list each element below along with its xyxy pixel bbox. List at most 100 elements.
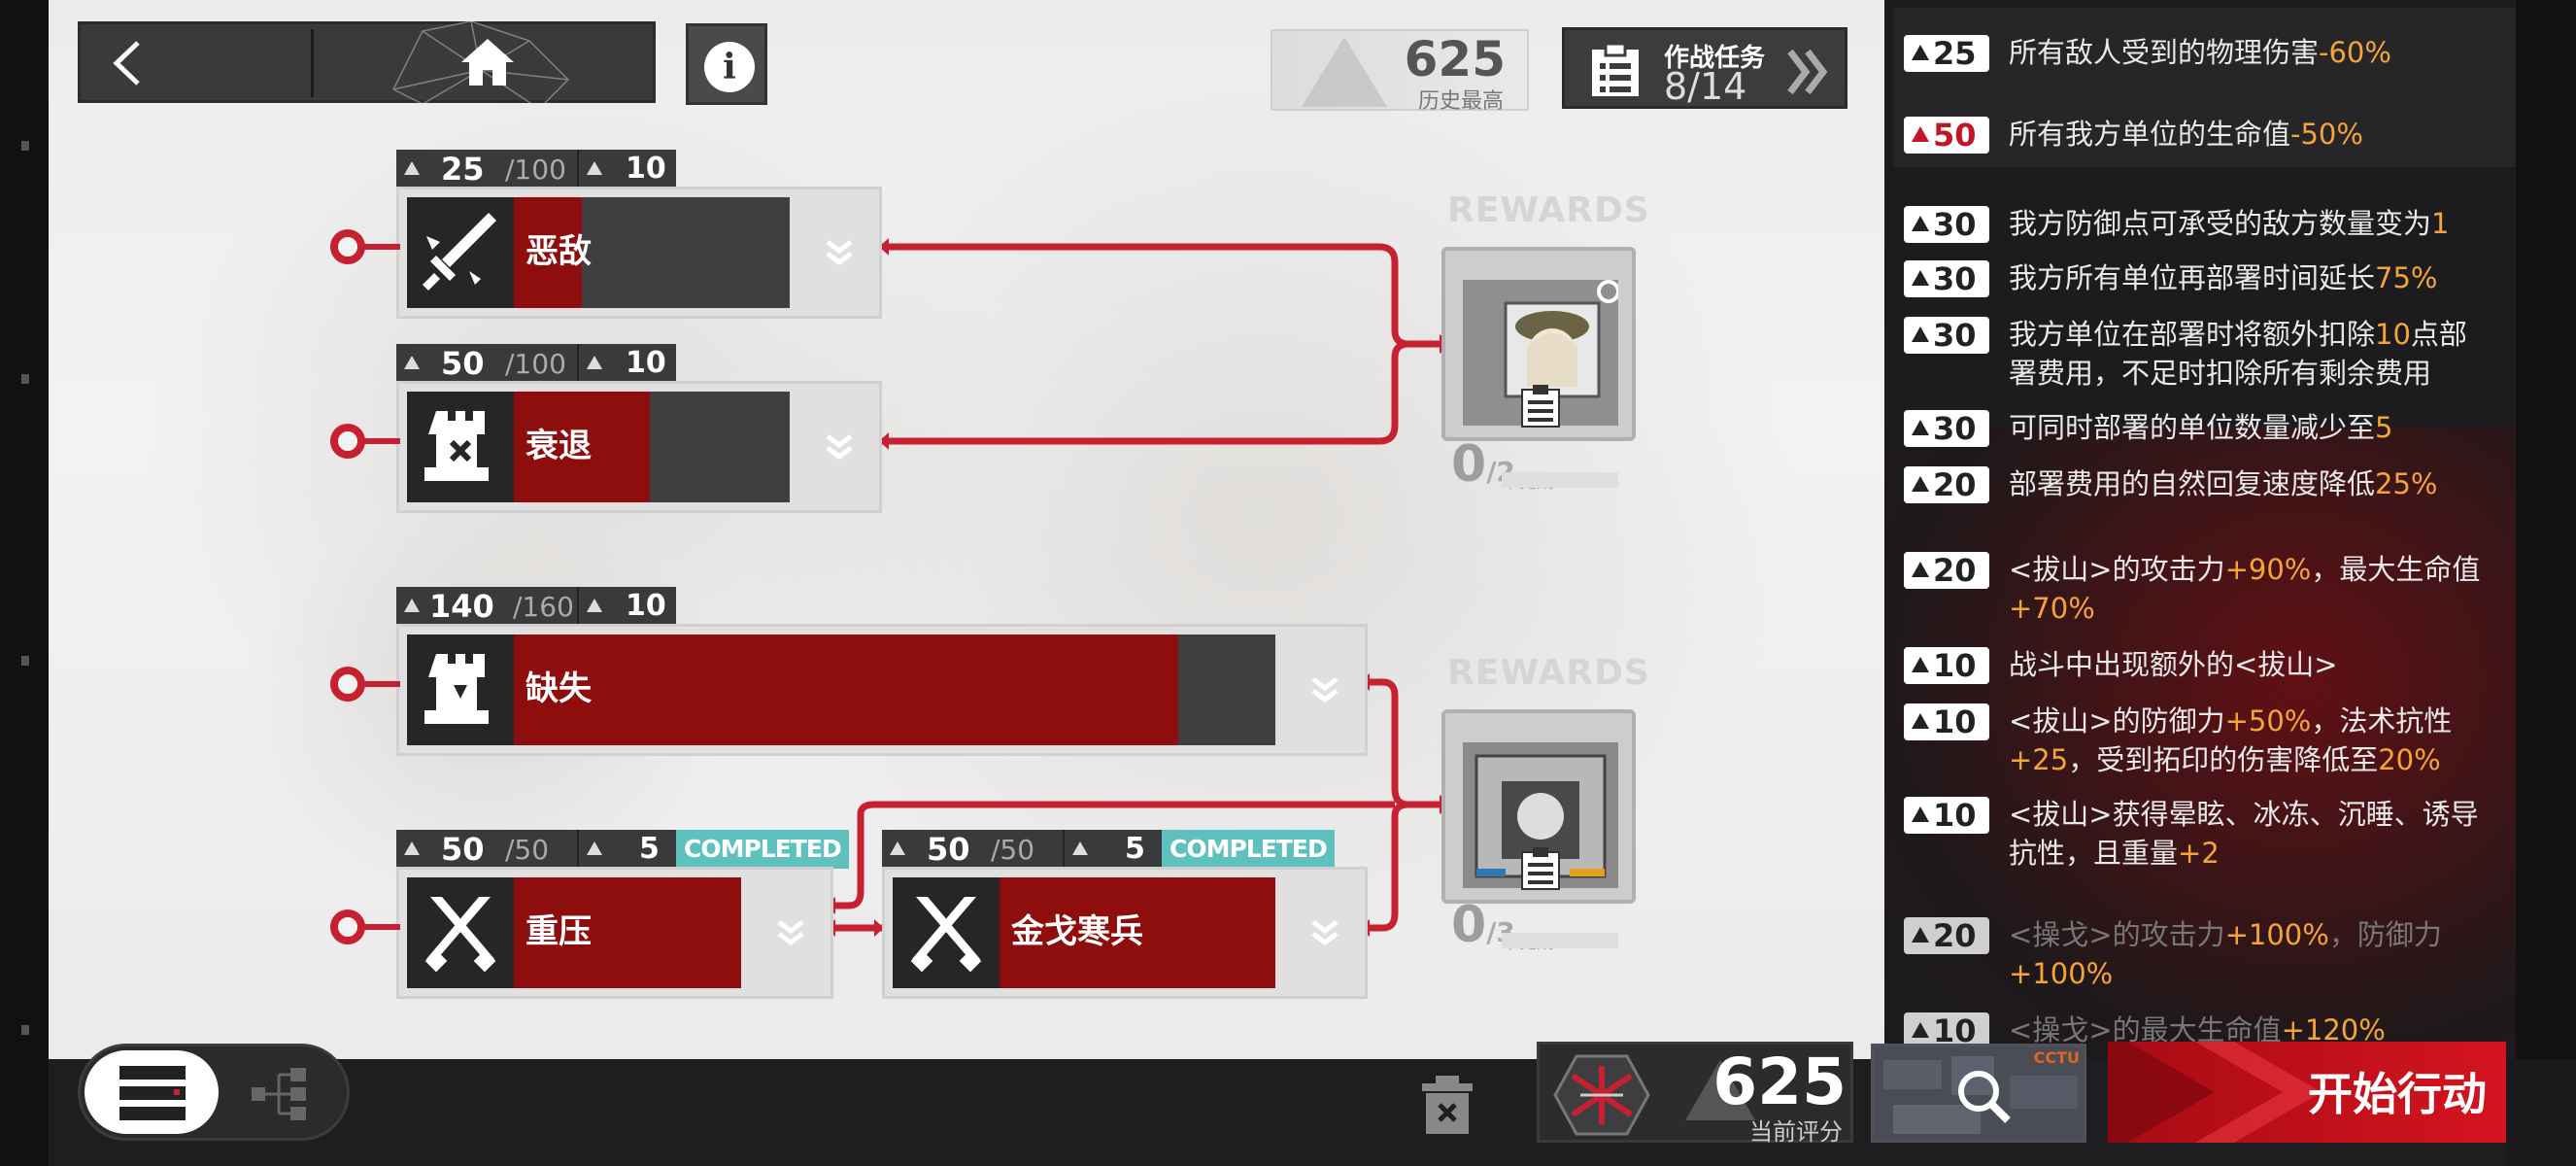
modifier-value: 25%	[2375, 467, 2438, 500]
modifier-desc: <拔山>的攻击力	[2009, 553, 2225, 586]
map-preview-button[interactable]: CCTU	[1871, 1044, 2086, 1143]
modifier-value: +70%	[2009, 592, 2095, 625]
clipboard-icon	[1521, 385, 1560, 428]
modifier-desc: ，防御力	[2328, 918, 2442, 951]
modifier-level-pill: 25	[1904, 35, 1989, 72]
tower-icon	[407, 634, 514, 745]
modifier-value: +90%	[2224, 553, 2312, 586]
row-max: /160	[513, 591, 574, 623]
modifier-text: 我方所有单位再部署时间延长75%	[2009, 258, 2494, 297]
modifier-text: <操戈>的攻击力+100%，防御力+100%	[2009, 915, 2494, 993]
modifier-desc: 我方所有单位再部署时间延长	[2009, 261, 2376, 294]
modifier-text: 所有敌人受到的物理伤害-60%	[2009, 33, 2494, 72]
score-triangle-icon	[1302, 37, 1387, 107]
row-node	[330, 909, 365, 944]
back-button[interactable]	[78, 21, 311, 103]
reward-box[interactable]	[1441, 247, 1636, 441]
modifier-level-pill: 20	[1904, 466, 1989, 503]
modifier-level: 20	[1933, 466, 1977, 503]
triangle-icon	[1912, 657, 1929, 672]
trash-icon[interactable]	[1418, 1074, 1476, 1136]
tasks-button[interactable]: 作战任务 8/14	[1562, 27, 1847, 109]
list-view-option[interactable]	[85, 1050, 219, 1134]
row-value: 50	[927, 831, 970, 868]
modifier-value: +25	[2009, 743, 2069, 776]
row-max: /100	[505, 348, 566, 380]
bottom-bar	[49, 1059, 2506, 1166]
row-header: 50 /50 5	[882, 830, 1162, 869]
triangle-icon	[1912, 1022, 1929, 1038]
row-header: 50 /100 10	[396, 344, 676, 383]
modifier-level: 30	[1933, 317, 1977, 354]
clipboard-icon	[1592, 42, 1639, 96]
modifier-row-bg	[1894, 87, 2516, 167]
row-node	[330, 229, 365, 264]
start-label: 开始行动	[2308, 1068, 2487, 1120]
map-tag: CCTU	[2033, 1048, 2080, 1067]
modifier-row-card[interactable]: 重压	[396, 867, 833, 999]
tower-x-icon	[407, 392, 514, 502]
modifier-desc: ，最大生命值	[2311, 553, 2481, 586]
triangle-icon	[1912, 126, 1929, 142]
modifier-level-pill: 20	[1904, 552, 1989, 589]
modifier-panel	[1884, 0, 2576, 1059]
modifier-desc: 我方防御点可承受的敌方数量变为	[2009, 207, 2432, 240]
info-button[interactable]: i	[686, 23, 767, 105]
modifier-value: 10	[2375, 318, 2411, 351]
row-name: 重压	[525, 912, 592, 951]
modifier-desc: 部署费用的自然回复速度降低	[2009, 467, 2376, 500]
strategy-emblem-icon	[1553, 1054, 1650, 1136]
best-score-label: 历史最高	[1417, 89, 1504, 114]
modifier-row-card[interactable]: 衰退	[396, 381, 882, 513]
reward-progress: 0/2	[1451, 435, 1515, 494]
expand-chevron-icon[interactable]	[825, 433, 854, 461]
modifier-desc: ，法术抗性	[2311, 704, 2453, 737]
tree-view-icon[interactable]	[252, 1068, 308, 1120]
crossed-swords-icon	[893, 877, 1000, 988]
modifier-level-pill: 10	[1904, 797, 1989, 834]
modifier-text: <拔山>获得晕眩、冰冻、沉睡、诱导抗性，且重量+2	[2009, 795, 2494, 873]
modifier-row-card[interactable]: 金戈寒兵	[882, 867, 1368, 999]
modifier-desc: 可同时部署的单位数量减少至	[2009, 411, 2376, 444]
view-toggle[interactable]	[78, 1044, 350, 1141]
best-score-panel: 625 历史最高	[1271, 29, 1529, 114]
row-fill-bar	[514, 877, 741, 988]
reward-progress-bar	[1502, 933, 1618, 948]
modifier-value: +50%	[2224, 704, 2312, 737]
reward-box[interactable]	[1441, 709, 1636, 904]
row-max: /100	[505, 154, 566, 186]
modifier-level: 10	[1933, 647, 1977, 684]
row-bonus: 5	[1125, 832, 1145, 866]
modifier-text: <拔山>的攻击力+90%，最大生命值 +70%	[2009, 550, 2494, 628]
modifier-level: 30	[1933, 206, 1977, 243]
modifier-row-card[interactable]: 恶敌	[396, 187, 882, 319]
expand-chevron-icon[interactable]	[1310, 676, 1339, 703]
expand-chevron-icon[interactable]	[1310, 919, 1339, 946]
modifier-level-pill: 30	[1904, 317, 1989, 354]
row-bonus: 10	[626, 589, 666, 623]
modifier-value: 20%	[2378, 743, 2441, 776]
modifier-value: 1	[2431, 207, 2450, 240]
reward-progress: 0/3	[1451, 896, 1515, 954]
modifier-desc: ，受到拓印的伤害降低至	[2068, 743, 2379, 776]
expand-chevron-icon[interactable]	[825, 239, 854, 266]
row-name: 恶敌	[525, 232, 592, 271]
row-bonus: 10	[626, 152, 666, 186]
best-score-value: 625	[1404, 31, 1506, 87]
modifier-text: 部署费用的自然回复速度降低25%	[2009, 464, 2494, 503]
home-button[interactable]	[316, 21, 656, 103]
modifier-level: 30	[1933, 260, 1977, 297]
clipboard-icon	[1521, 847, 1560, 890]
row-fill-bar	[514, 392, 650, 502]
start-operation-button[interactable]: 开始行动	[2108, 1042, 2506, 1143]
modifier-text: 战斗中出现额外的<拔山>	[2009, 645, 2494, 684]
modifier-desc: <拔山>获得晕眩、冰冻、沉睡、诱导抗性，且重量	[2009, 798, 2479, 870]
home-icon	[461, 39, 514, 86]
rewards-label: REWARDS	[1447, 653, 1650, 693]
crossed-swords-icon	[407, 877, 514, 988]
modifier-row-card[interactable]: 缺失	[396, 624, 1368, 756]
modifier-desc: 所有我方单位的生命值	[2009, 118, 2291, 151]
modifier-level-pill: 10	[1904, 1012, 1989, 1049]
expand-chevron-icon[interactable]	[776, 919, 805, 946]
modifier-text: 所有我方单位的生命值-50%	[2009, 115, 2494, 154]
